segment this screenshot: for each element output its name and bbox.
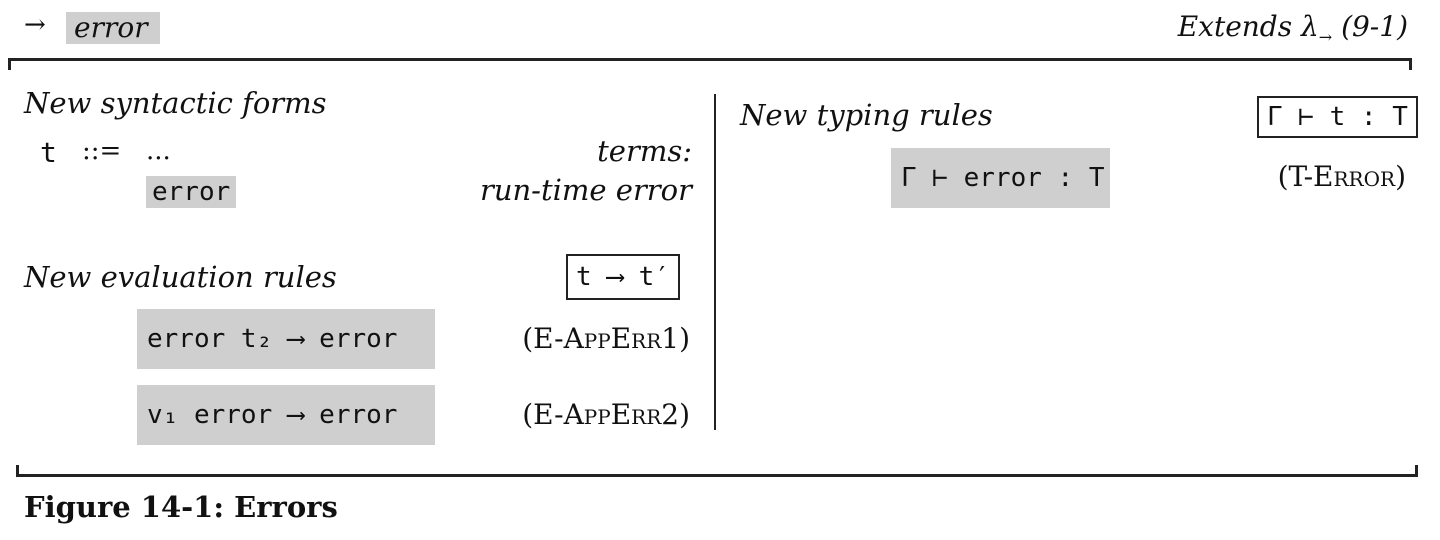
top-rule-left-tick [8,58,11,70]
syntax-error-term: error [146,176,237,208]
evaluation-heading: New evaluation rules [24,260,337,294]
typing-judgement-box: Γ ⊢ t : T [1257,96,1418,138]
eval-rule-1-name: (E-AppErr1) [522,322,690,355]
extends-sub: → [1318,27,1333,47]
eval-rule-2-formula: v₁ error ⟶ error [137,385,435,445]
typing-rule-1-name: (T-Error) [1277,160,1406,193]
column-divider [714,94,716,430]
header-tag: error [66,12,160,44]
header-arrow: → [24,10,46,40]
top-rule [8,58,1412,61]
top-rule-right-tick [1409,58,1412,70]
syntax-def-symbol: ::= [82,136,122,166]
extends-ref: (9-1) [1341,10,1408,43]
typing-rule-1-formula: Γ ⊢ error : T [891,148,1110,208]
eval-rule-1-formula: error t₂ ⟶ error [137,309,435,369]
eval-rule-2-name: (E-AppErr2) [522,398,690,431]
syntax-error-desc: run-time error [479,173,692,207]
bottom-rule-left-tick [16,465,19,477]
extends-label: Extends λ [1177,10,1319,43]
syntax-t-symbol: t [40,136,57,169]
terms-label: terms: [597,134,692,168]
typing-heading: New typing rules [740,98,993,132]
evaluation-judgement-box: t ⟶ t′ [566,254,680,300]
header-extends: Extends λ→ (9-1) [1178,10,1408,47]
bottom-rule [16,474,1418,477]
bottom-rule-right-tick [1415,465,1418,477]
syntax-heading: New syntactic forms [24,86,327,120]
figure-caption: Figure 14-1: Errors [24,490,338,524]
syntax-ellipsis: ... [146,136,171,166]
